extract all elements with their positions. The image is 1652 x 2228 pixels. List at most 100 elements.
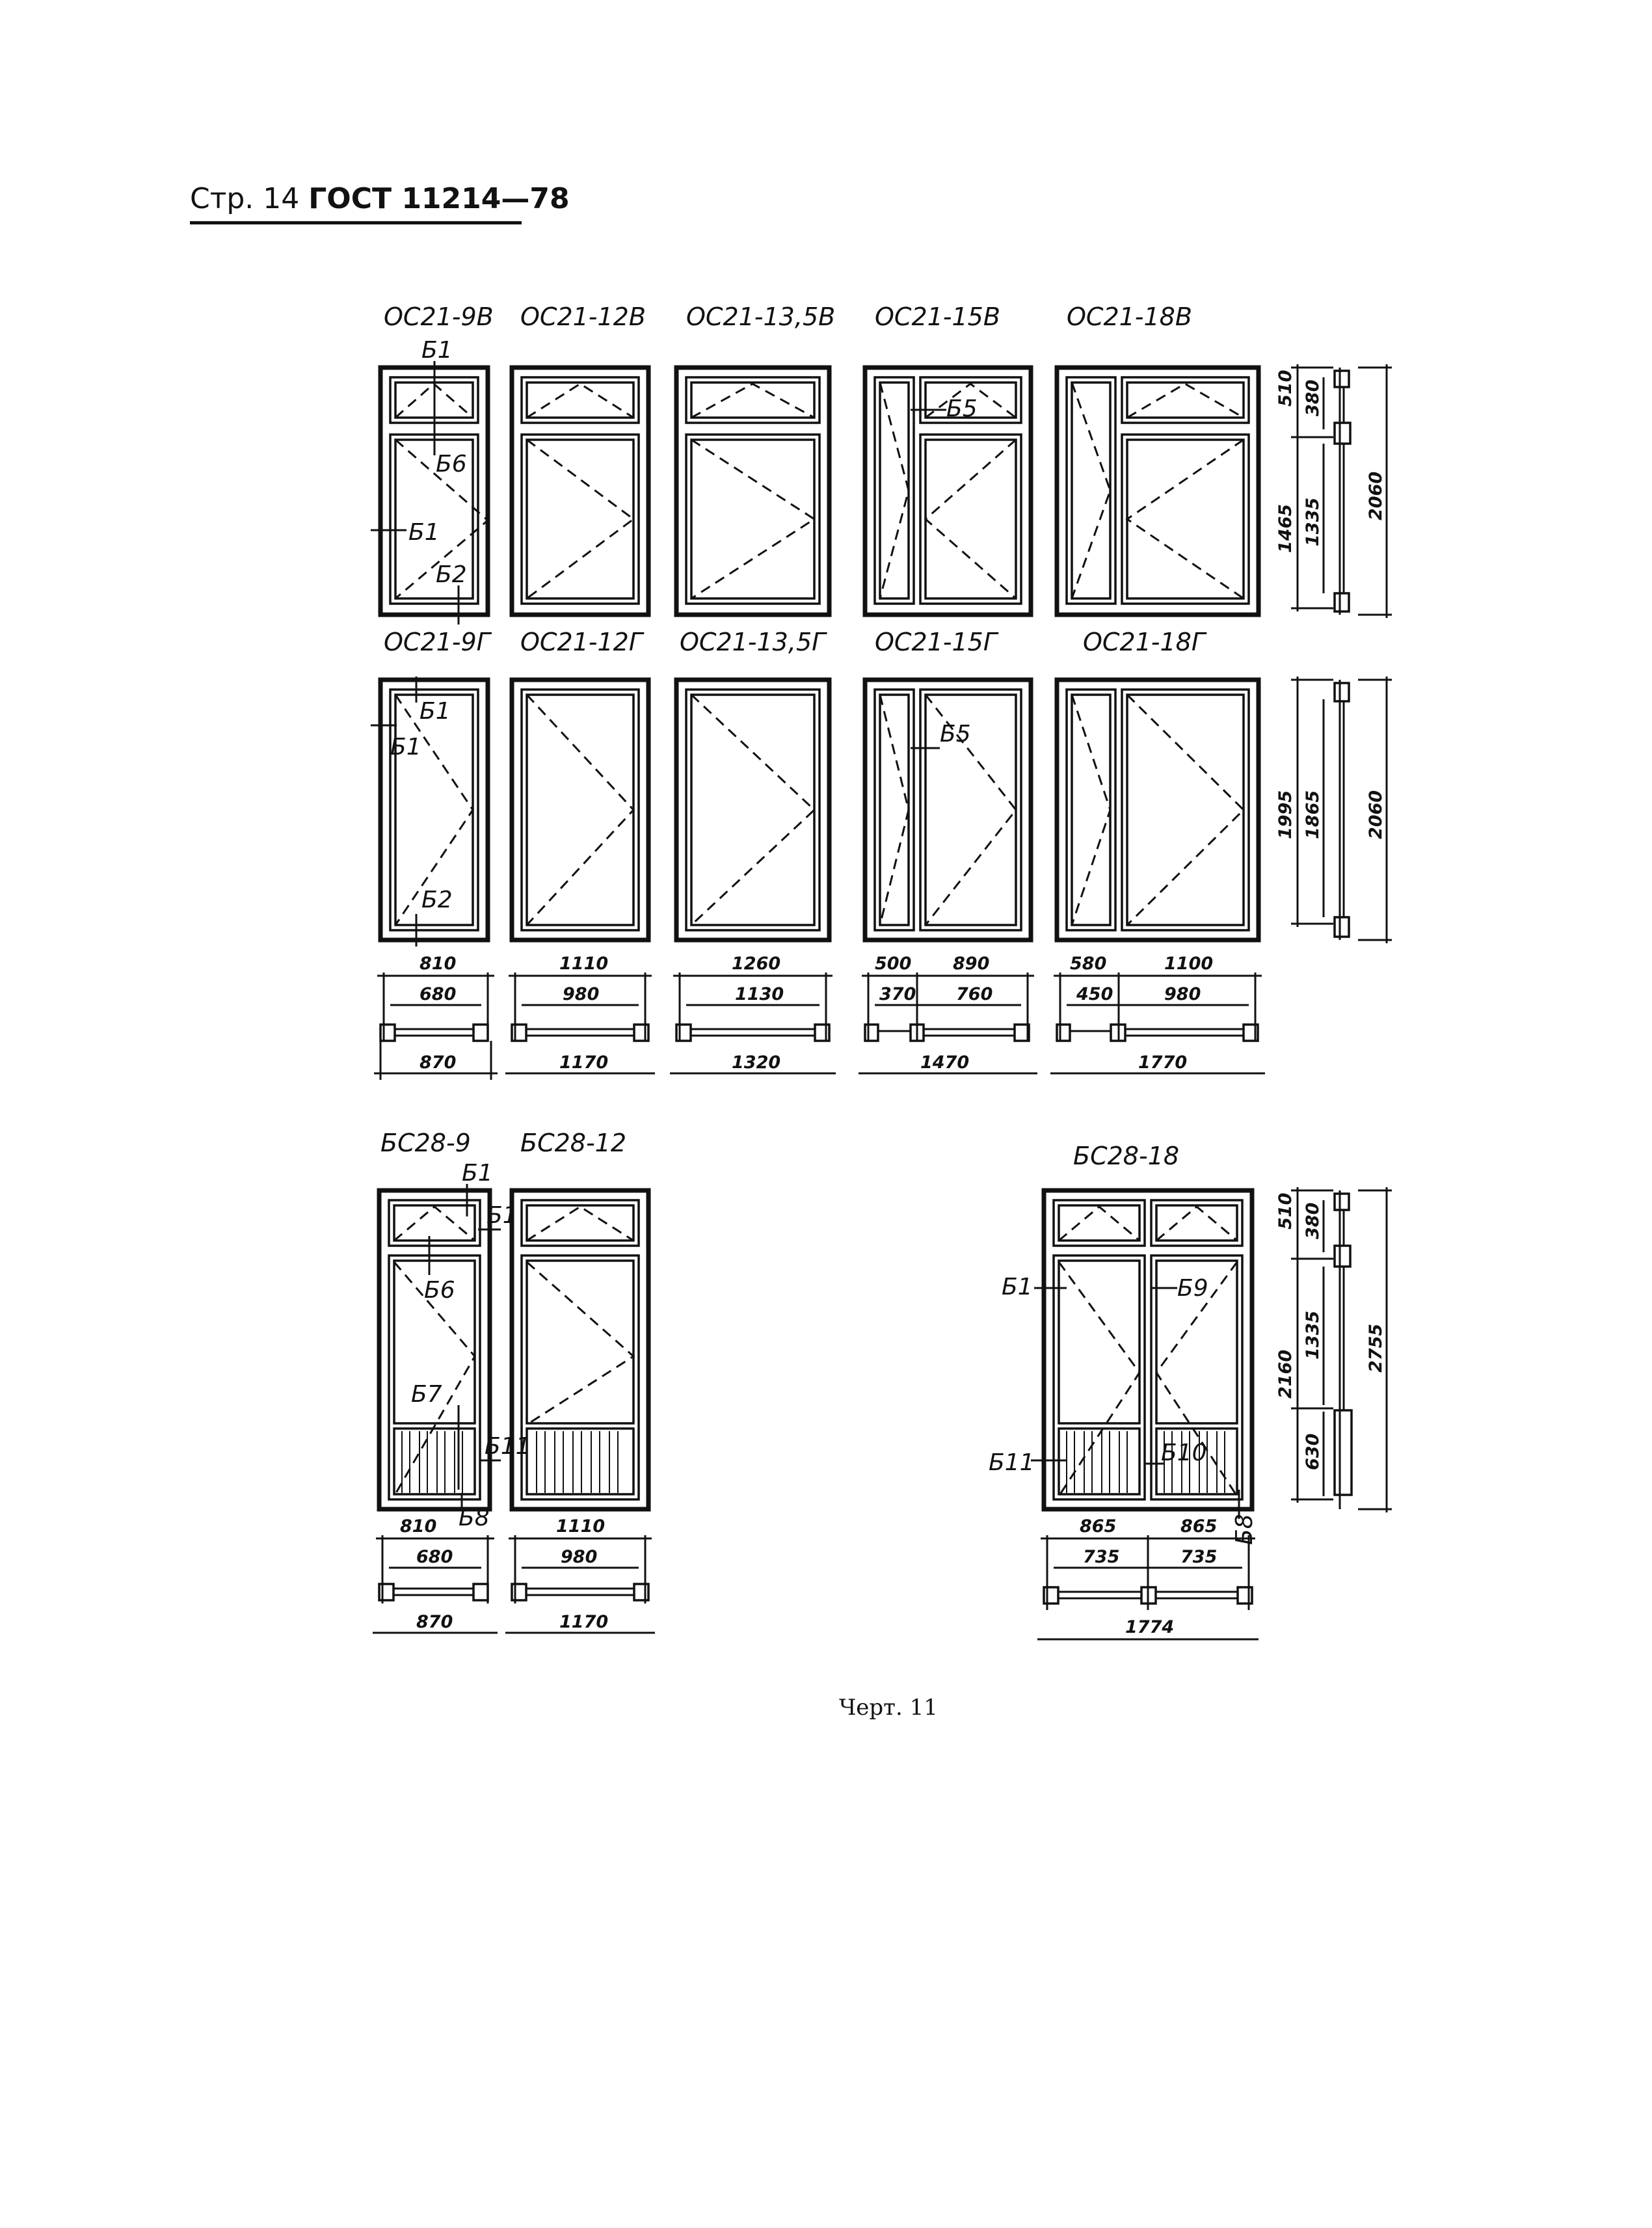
door-bc28-12 — [509, 1188, 651, 1512]
callouts-door1: Б1 Б1 Б6 Б7 Б11 Б8 — [411, 1160, 531, 1531]
dim-w4-outer-a: 500 — [875, 954, 911, 974]
callout-d3-b10: Б10 — [1161, 1440, 1207, 1466]
callout-b5-r2: Б5 — [940, 721, 971, 747]
dim-d3-1335: 1335 — [1303, 1311, 1323, 1360]
title-oc21-9g: ОС21-9Г — [384, 628, 492, 656]
dim-w2-inner: 980 — [563, 984, 599, 1004]
callout-d3-b8: Б8 — [1231, 1514, 1258, 1545]
dim-d1-inner: 680 — [416, 1547, 453, 1567]
dim-d3-630: 630 — [1303, 1434, 1323, 1470]
callout-b5: Б5 — [946, 396, 978, 422]
plan-d2: 1110 980 1170 — [505, 1516, 655, 1634]
dim-1865: 1865 — [1303, 790, 1323, 839]
dim-w4-outer-b: 890 — [953, 954, 989, 974]
dim-d3-outer-a: 865 — [1080, 1516, 1116, 1537]
dim-w5-total: 1770 — [1138, 1053, 1187, 1073]
dim-510: 510 — [1275, 370, 1296, 407]
window-oc21-12v — [509, 365, 651, 617]
window-oc21-15g — [862, 677, 1033, 943]
dim-w3-total: 1320 — [732, 1053, 780, 1073]
callout-b1-top: Б1 — [421, 337, 453, 364]
dim-d1-total: 870 — [416, 1612, 453, 1632]
callout-b1-left: Б1 — [408, 519, 440, 546]
dim-w4-inner-a: 370 — [879, 984, 916, 1004]
callouts-door3: Б1 Б9 Б11 Б10 Б8 — [989, 1274, 1258, 1545]
callout-d1-b6: Б6 — [424, 1277, 455, 1304]
callout-d1-b1: Б1 — [462, 1160, 493, 1187]
standard-code: ГОСТ 11214—78 — [308, 182, 570, 215]
section-row2: 1995 1865 2060 — [1275, 677, 1392, 943]
dim-d2-inner: 980 — [561, 1547, 597, 1567]
dim-w1-outer: 810 — [420, 954, 456, 974]
callout-b2: Б2 — [436, 561, 467, 588]
dim-1995: 1995 — [1275, 790, 1296, 839]
window-oc21-12g — [509, 677, 651, 943]
window-oc21-13-5g — [674, 677, 832, 943]
title-oc21-12v: ОС21-12В — [520, 302, 646, 331]
title-oc21-12g: ОС21-12Г — [520, 628, 645, 656]
window-oc21-9g — [378, 677, 490, 943]
callout-d3-b9: Б9 — [1177, 1275, 1208, 1302]
dim-d1-outer: 810 — [400, 1516, 436, 1537]
dim-d3-2160: 2160 — [1275, 1350, 1296, 1399]
plan-w4: 500 890 370 760 1470 — [859, 954, 1037, 1075]
title-oc21-9v: ОС21-9В — [384, 302, 494, 331]
callout-b6: Б6 — [436, 451, 467, 477]
dim-d3-inner-a: 735 — [1083, 1547, 1119, 1567]
plan-w5: 580 1100 450 980 1770 — [1050, 954, 1265, 1075]
dim-1335: 1335 — [1303, 498, 1323, 546]
header-rule — [190, 221, 522, 224]
callout-b2-r2: Б2 — [421, 887, 453, 913]
title-bc28-12: БС28-12 — [520, 1129, 626, 1157]
window-oc21-18v — [1054, 365, 1261, 617]
title-oc21-13-5g: ОС21-13,5Г — [680, 628, 827, 656]
dim-1465: 1465 — [1275, 504, 1296, 553]
door-bc28-18 — [1041, 1188, 1255, 1512]
dim-w4-inner-b: 760 — [956, 984, 993, 1004]
window-oc21-15v — [862, 365, 1033, 617]
dim-d3-510: 510 — [1275, 1193, 1296, 1229]
window-oc21-18g — [1054, 677, 1261, 943]
dim-d2-total: 1170 — [559, 1612, 608, 1632]
dim-d3-inner-b: 735 — [1180, 1547, 1217, 1567]
title-oc21-18v: ОС21-18В — [1067, 302, 1192, 331]
callout-d3-b1: Б1 — [1002, 1274, 1033, 1300]
door-bc28-9 — [377, 1188, 492, 1512]
dim-w5-inner-b: 980 — [1164, 984, 1201, 1004]
dim-w1-total: 870 — [420, 1053, 456, 1073]
callouts-row1: Б1 Б6 Б1 Б2 Б5 — [371, 337, 978, 624]
dim-2060-r2: 2060 — [1366, 790, 1386, 839]
dim-d3-2755: 2755 — [1366, 1324, 1386, 1373]
dim-w3-inner: 1130 — [735, 984, 784, 1004]
callout-d1-b8: Б8 — [459, 1505, 490, 1531]
title-oc21-13-5v: ОС21-13,5В — [686, 302, 835, 331]
plan-d1: 810 680 870 — [373, 1516, 498, 1634]
title-bc28-18: БС28-18 — [1073, 1142, 1179, 1170]
dim-w3-outer: 1260 — [732, 954, 780, 974]
dim-w2-total: 1170 — [559, 1053, 608, 1073]
callouts-row2: Б1 Б1 Б2 Б5 — [371, 677, 971, 946]
title-oc21-18g: ОС21-18Г — [1083, 628, 1207, 656]
dim-w5-inner-a: 450 — [1076, 984, 1113, 1004]
dim-d3-outer-b: 865 — [1180, 1516, 1217, 1537]
dim-d2-outer: 1110 — [556, 1516, 605, 1537]
figure-caption: Черт. 11 — [839, 1695, 938, 1721]
callout-b1-left-r2: Б1 — [390, 734, 421, 760]
section-row1: 510 380 1335 1465 2060 — [1275, 364, 1392, 618]
callout-d1-b7: Б7 — [411, 1381, 442, 1408]
dim-w2-outer: 1110 — [559, 954, 608, 974]
section-door3: 510 380 1335 630 2160 2755 — [1275, 1187, 1392, 1512]
dim-d3-total: 1774 — [1125, 1617, 1174, 1637]
window-oc21-13-5v — [674, 365, 832, 617]
dim-380: 380 — [1303, 380, 1323, 416]
dim-2060: 2060 — [1366, 472, 1386, 520]
title-bc28-9: БС28-9 — [380, 1129, 471, 1157]
plan-w1: 810 680 870 — [374, 954, 498, 1080]
callout-d3-b11: Б11 — [989, 1449, 1035, 1476]
title-oc21-15v: ОС21-15В — [875, 302, 1000, 331]
page-header: Стр. 14 ГОСТ 11214—78 — [190, 182, 570, 215]
page-number: Стр. 14 — [190, 182, 300, 215]
title-oc21-15g: ОС21-15Г — [875, 628, 999, 656]
dim-d3-380: 380 — [1303, 1203, 1323, 1239]
